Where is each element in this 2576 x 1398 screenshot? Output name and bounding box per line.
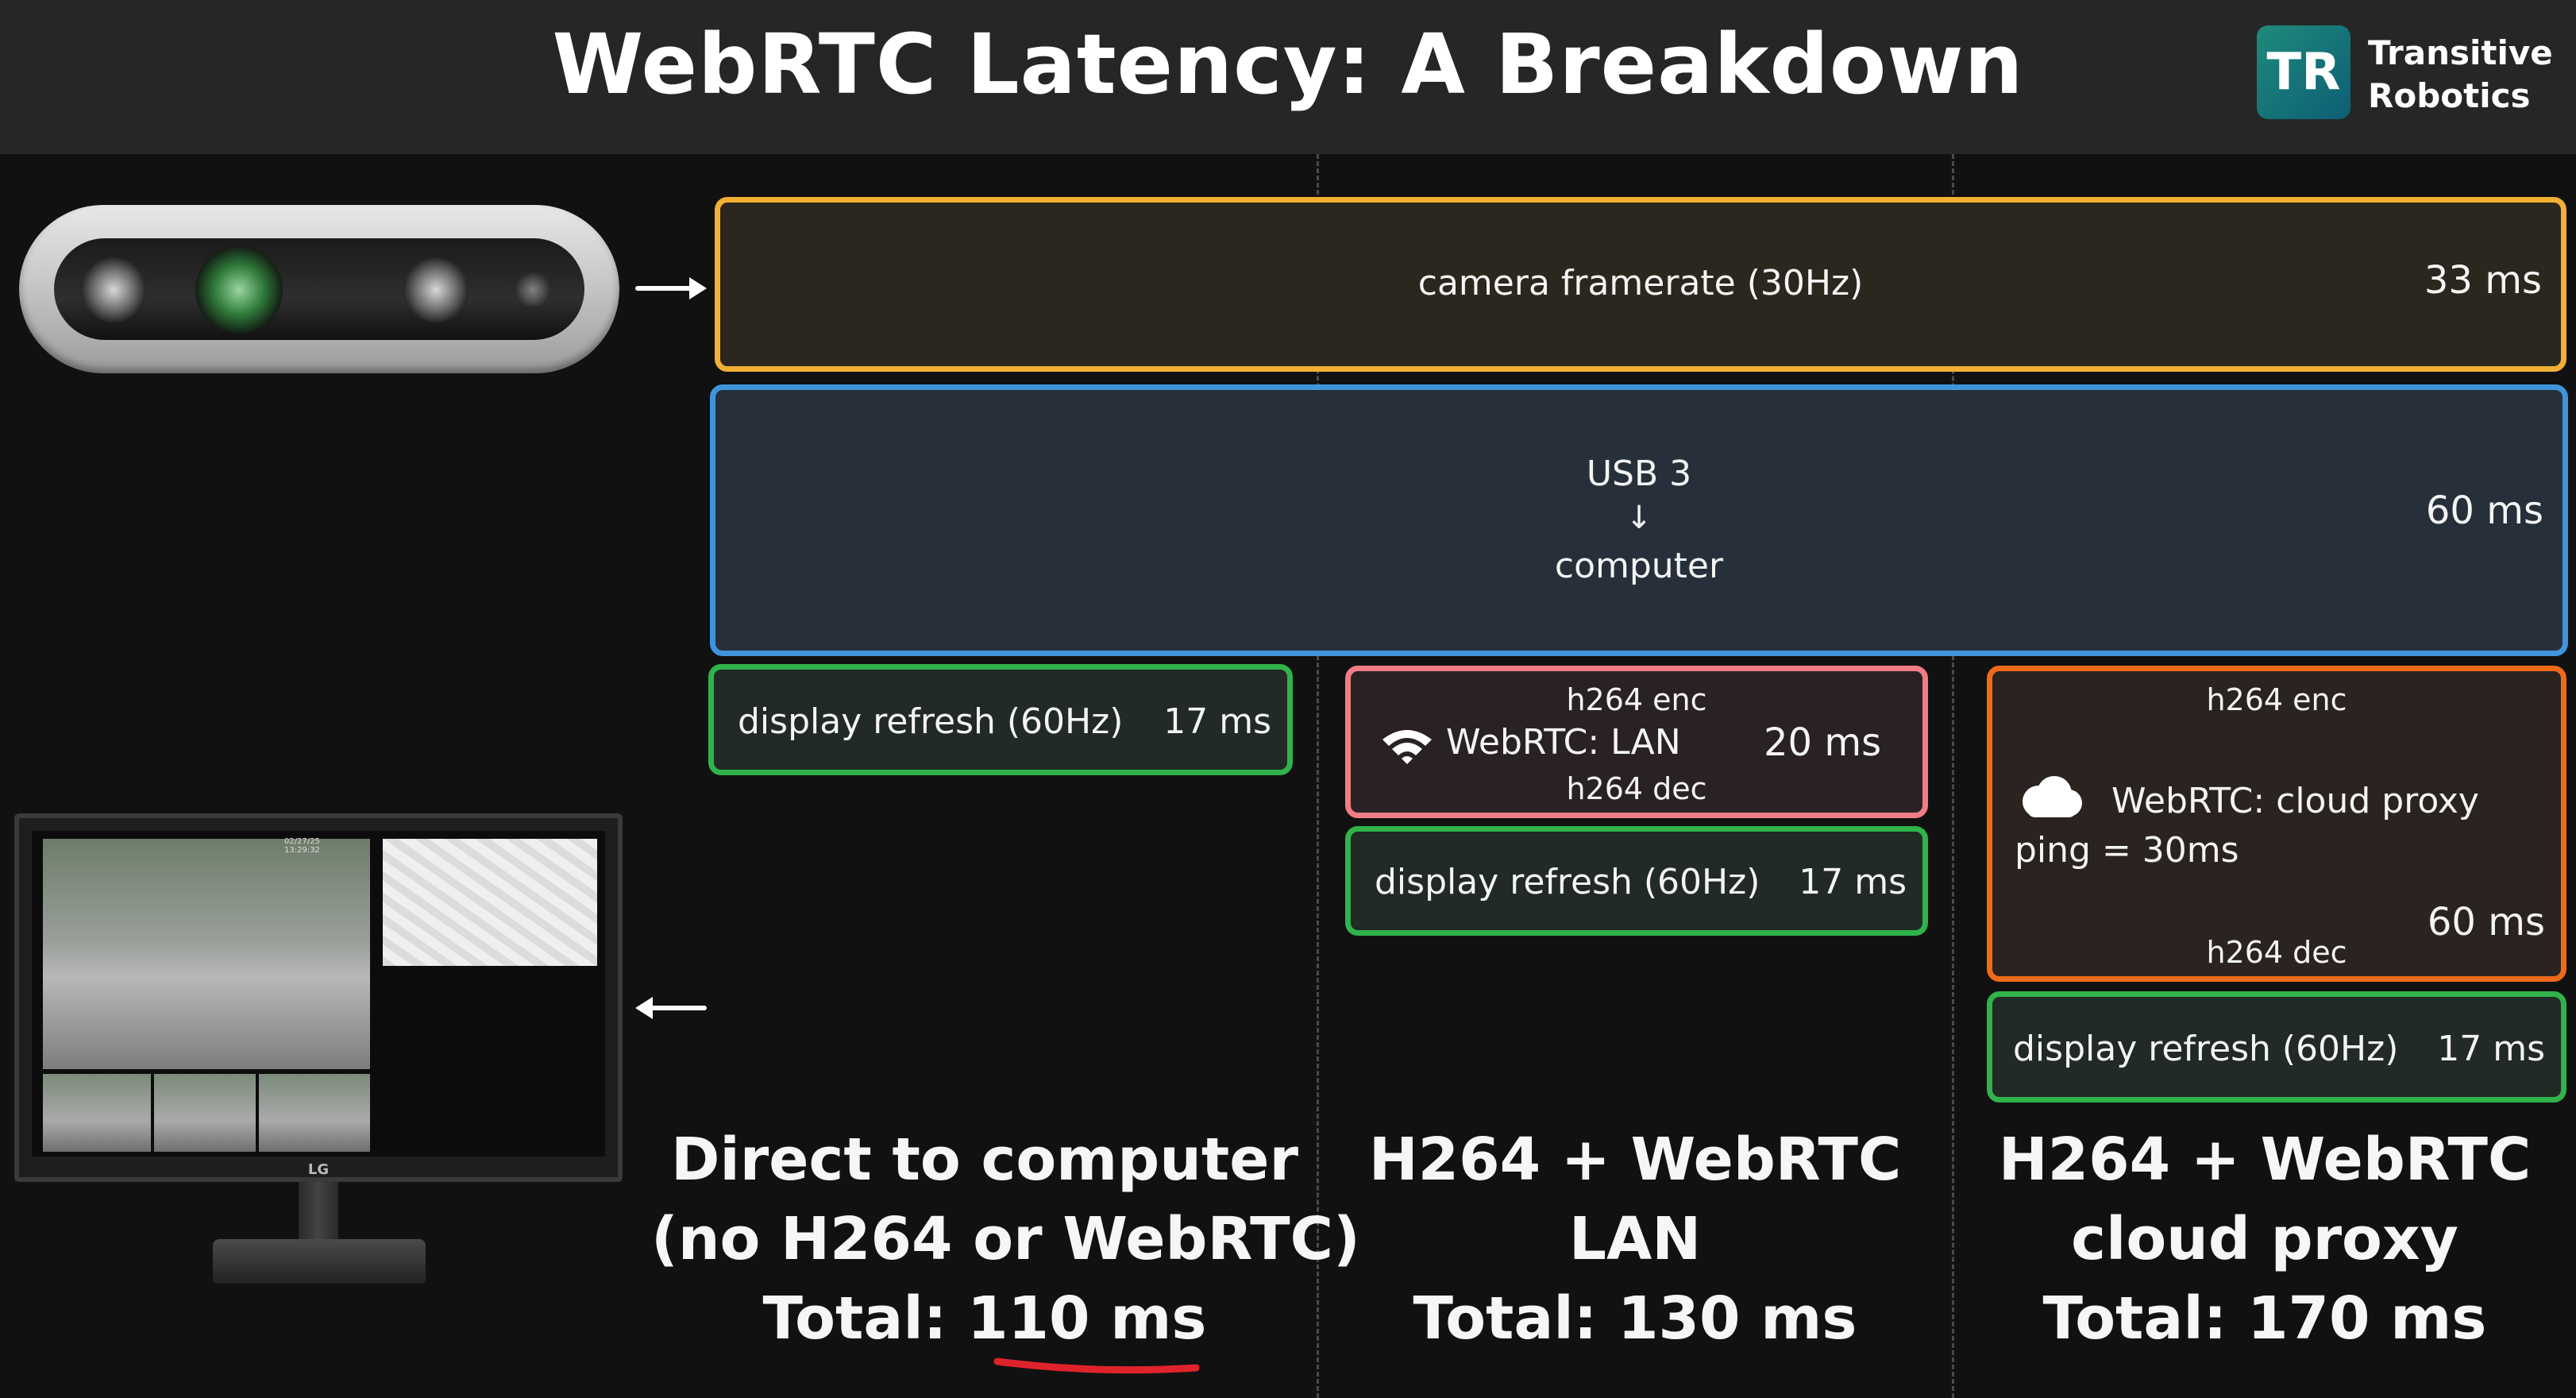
cloud-icon <box>2023 776 2082 817</box>
camera-lens-rgb-icon <box>195 246 283 334</box>
column-divider-1 <box>1317 154 1319 1398</box>
lan-display-refresh-ms: 17 ms <box>1799 862 1907 902</box>
logo-mark: TR <box>2257 25 2350 119</box>
cloud-h264-enc-label: h264 enc <box>2206 682 2347 717</box>
camera-lens-left-icon <box>81 257 146 322</box>
lan-display-refresh-box: display refresh (60Hz) 17 ms <box>1345 826 1928 936</box>
webrtc-lan-box: h264 enc WebRTC: LAN 20 ms h264 dec <box>1345 666 1928 818</box>
cloud-summary-line1: H264 + WebRTC <box>1998 1126 2532 1194</box>
logo-text: Transitive Robotics <box>2368 32 2574 118</box>
wifi-icon <box>1382 730 1432 764</box>
cloud-display-refresh-label: display refresh (60Hz) <box>2013 1029 2399 1069</box>
monitor-brand-logo: LG <box>307 1161 330 1178</box>
usb-label: USB 3 <box>1586 454 1692 494</box>
camera-sensor-icon <box>515 272 551 308</box>
header-bar <box>0 0 2576 154</box>
map-view <box>383 839 597 966</box>
camera-feed-small-2 <box>154 1074 256 1152</box>
webrtc-lan-label: WebRTC: LAN <box>1446 722 1681 763</box>
camera-lens-right-icon <box>403 257 469 322</box>
display-refresh-ms: 17 ms <box>1163 701 1271 742</box>
monitor-base <box>213 1239 426 1284</box>
lan-total: Total: 130 ms <box>1413 1284 1857 1353</box>
cloud-summary-line2: cloud proxy <box>2071 1205 2458 1273</box>
direct-total-value: 110 ms <box>967 1284 1207 1353</box>
cloud-display-refresh-ms: 17 ms <box>2437 1029 2545 1069</box>
direct-summary-line2: (no H264 or WebRTC) <box>651 1205 1360 1273</box>
feed-timestamp: 02/27/25 13:29:32 <box>284 837 320 855</box>
page-title: WebRTC Latency: A Breakdown <box>552 16 2024 113</box>
cloud-ping-label: ping = 30ms <box>2015 830 2239 871</box>
monitor-neck <box>299 1182 338 1242</box>
computer-label: computer <box>1554 546 1724 586</box>
display-refresh-label: display refresh (60Hz) <box>738 701 1124 742</box>
camera-feed-main <box>43 839 370 1069</box>
camera-framerate-ms: 33 ms <box>2424 258 2542 303</box>
lan-summary-line1: H264 + WebRTC <box>1368 1126 1902 1194</box>
direct-total: Total: 110 ms <box>651 1279 1318 1358</box>
monitor-screen <box>32 831 605 1157</box>
camera-feed-small-1 <box>43 1074 151 1152</box>
lan-h264-enc-label: h264 enc <box>1566 682 1707 717</box>
arrow-left-icon <box>635 996 707 1020</box>
lan-display-refresh-label: display refresh (60Hz) <box>1375 862 1760 902</box>
webrtc-cloud-proxy-label: WebRTC: cloud proxy <box>2111 781 2479 821</box>
webrtc-lan-ms: 20 ms <box>1764 720 1882 765</box>
camera-framerate-box: camera framerate (30Hz) 33 ms <box>715 197 2566 372</box>
usb-transfer-box: USB 3 ↓ computer 60 ms <box>710 384 2568 656</box>
column-divider-2 <box>1952 154 1954 1398</box>
lan-summary: H264 + WebRTC LAN Total: 130 ms <box>1321 1120 1949 1358</box>
camera-feed-small-3 <box>259 1074 370 1152</box>
logo-text-line2: Robotics <box>2368 76 2531 115</box>
direct-display-refresh-box: display refresh (60Hz) 17 ms <box>708 664 1293 775</box>
lan-h264-dec-label: h264 dec <box>1566 771 1707 806</box>
logo-text-line1: Transitive <box>2368 33 2553 72</box>
total-underline-mark <box>993 1357 1200 1374</box>
usb-ms: 60 ms <box>2425 489 2543 533</box>
direct-summary: Direct to computer (no H264 or WebRTC) T… <box>651 1120 1360 1358</box>
camera-framerate-label: camera framerate (30Hz) <box>1417 263 1864 303</box>
webrtc-cloud-proxy-ms: 60 ms <box>2427 900 2545 944</box>
depth-camera-illustration <box>19 205 619 373</box>
cloud-total: Total: 170 ms <box>2042 1284 2487 1353</box>
arrow-right-icon <box>635 276 707 300</box>
down-arrow-icon: ↓ <box>1625 500 1652 536</box>
direct-total-prefix: Total: <box>762 1284 947 1353</box>
cloud-h264-dec-label: h264 dec <box>2206 935 2347 970</box>
cloud-summary: H264 + WebRTC cloud proxy Total: 170 ms <box>1957 1120 2573 1358</box>
cloud-display-refresh-box: display refresh (60Hz) 17 ms <box>1987 991 2566 1103</box>
webrtc-cloud-proxy-box: h264 enc WebRTC: cloud proxy ping = 30ms… <box>1987 666 2566 982</box>
lan-summary-line2: LAN <box>1568 1205 1702 1273</box>
direct-summary-line1: Direct to computer <box>671 1126 1298 1194</box>
